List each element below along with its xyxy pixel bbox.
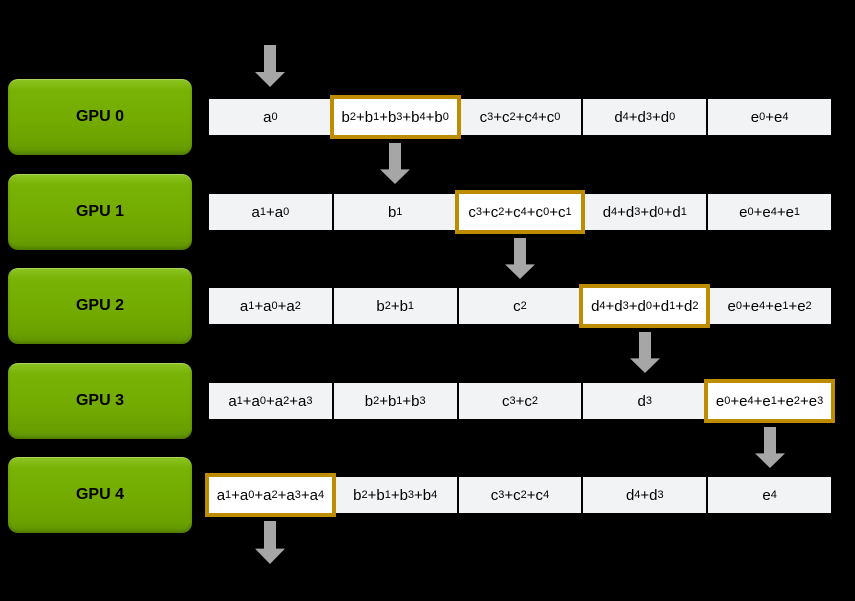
gpu-box-1: GPU 1 [8, 174, 192, 250]
gpu-box-4: GPU 4 [8, 457, 192, 533]
arrow-out-of-gpu4-icon [255, 521, 286, 564]
gpu-label-3: GPU 3 [75, 392, 124, 409]
arrow-gpu1-to-gpu2-icon [505, 238, 535, 279]
gpu-box-2: GPU 2 [8, 268, 192, 344]
gpu-label-1: GPU 1 [75, 203, 124, 220]
arrow-into-gpu0-icon [255, 45, 286, 87]
arrow-gpu2-to-gpu3-icon [629, 332, 660, 373]
gpu-label-0: GPU 0 [75, 108, 124, 125]
arrow-gpu3-to-gpu4-icon [754, 427, 785, 468]
gpu-box-3: GPU 3 [8, 363, 192, 439]
gpu-box-0: GPU 0 [8, 79, 192, 155]
gpu-label-4: GPU 4 [75, 486, 124, 503]
gpu-label-2: GPU 2 [75, 297, 124, 314]
arrow-gpu0-to-gpu1-icon [380, 143, 411, 184]
